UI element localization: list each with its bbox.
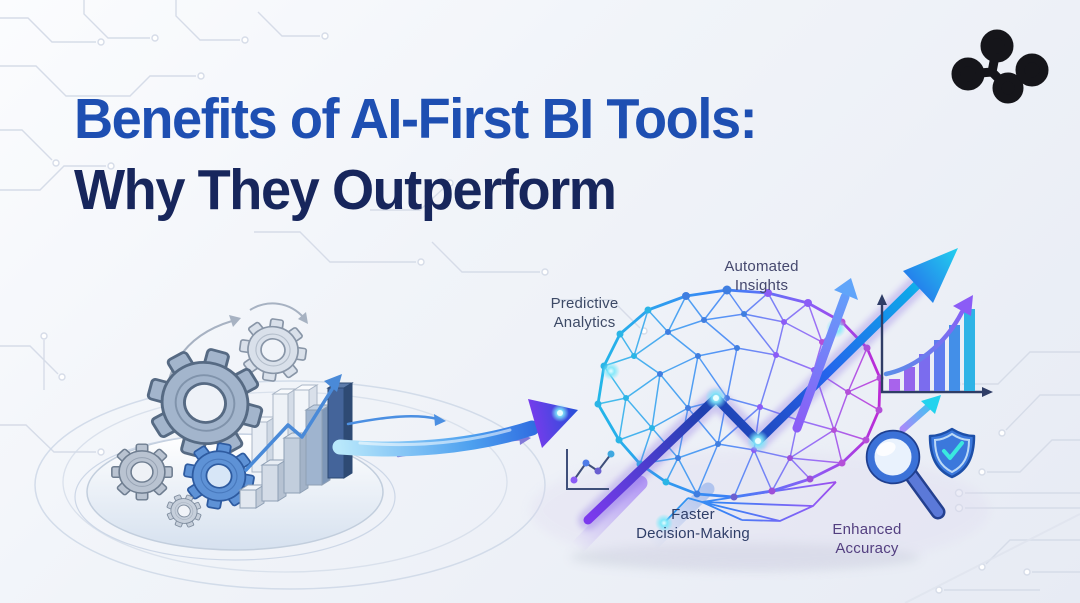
mini-line-chart-icon [566,449,615,490]
gear-gray [111,444,173,500]
brain-outline [596,288,882,499]
small-growth-arrow [899,395,941,433]
label-line: Automated [724,258,799,275]
mini-trend-arrow [244,374,342,472]
title-line-2: Why They Outperform [74,158,617,222]
page-title: Benefits of AI-First BI Tools: Why They … [74,84,758,226]
brain-network [530,248,990,571]
label-faster-decision-making: Faster Decision-Making [613,505,773,543]
label-line: Accuracy [835,540,899,557]
magnifying-glass-icon [865,429,946,520]
label-line: Analytics [553,314,616,331]
title-line-1: Benefits of AI-First BI Tools: [74,87,758,151]
label-line: Predictive [550,295,619,312]
label-line: Decision-Making [636,525,750,542]
right-icons [865,294,993,520]
gears-illustration [34,302,546,590]
label-automated-insights: Automated Insights [704,257,819,295]
bar-chart-back-row [250,384,319,473]
purple-uptrend-arrow [792,278,858,433]
label-line: Insights [734,277,789,294]
label-line: Faster [671,506,715,523]
label-line: Enhanced [832,521,902,538]
rising-bar-chart-icon [877,294,993,397]
growth-swoosh-arrow [332,399,578,458]
label-predictive-analytics: Predictive Analytics [527,294,642,332]
brain-nodes [594,285,884,527]
bar-chart-front-row [238,382,354,509]
label-enhanced-accuracy: Enhanced Accuracy [807,520,927,558]
brain-mesh-edges [597,289,881,498]
swoosh-arrowhead [528,399,578,448]
zigzag-arrowhead [903,248,958,303]
brand-logo [951,29,1049,104]
shield-check-icon [928,427,976,479]
